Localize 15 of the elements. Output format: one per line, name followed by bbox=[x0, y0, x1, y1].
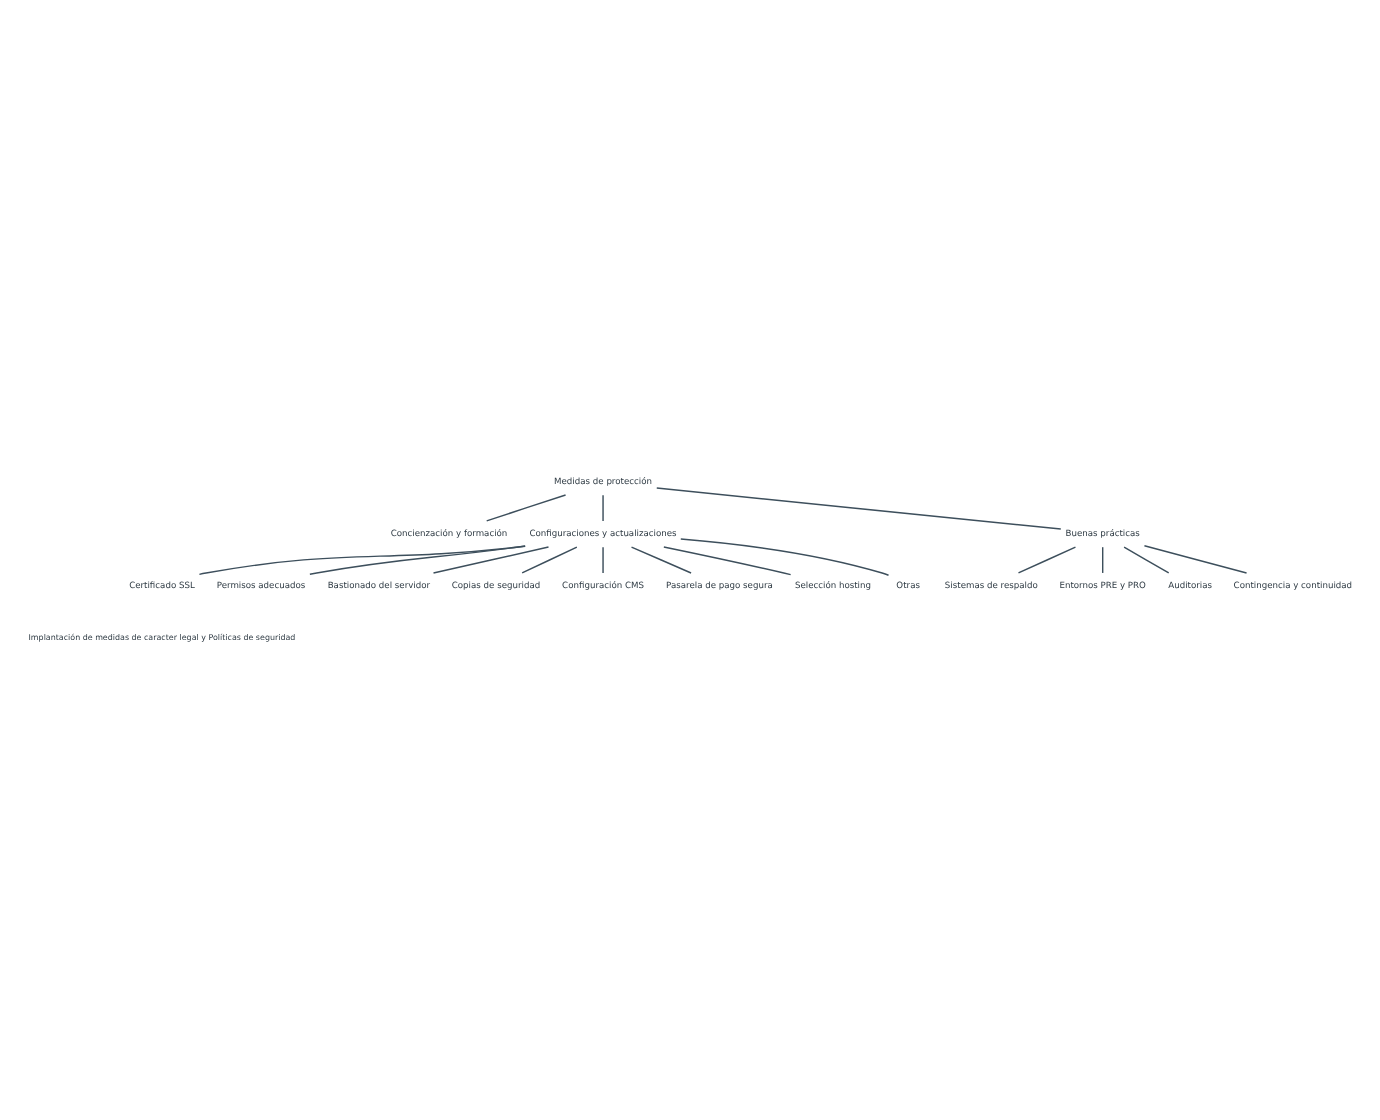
connector bbox=[630, 546, 692, 574]
connector bbox=[1101, 546, 1104, 574]
connector bbox=[521, 546, 578, 574]
connector bbox=[663, 546, 792, 576]
connector bbox=[602, 546, 604, 574]
connector bbox=[198, 545, 526, 576]
connector bbox=[432, 546, 550, 574]
connector bbox=[656, 487, 1062, 530]
connector bbox=[1017, 546, 1077, 574]
connector bbox=[680, 538, 890, 576]
connector bbox=[1123, 546, 1170, 574]
connector bbox=[602, 494, 604, 522]
connector bbox=[1143, 545, 1248, 574]
connector bbox=[309, 545, 526, 575]
connector bbox=[485, 494, 567, 522]
